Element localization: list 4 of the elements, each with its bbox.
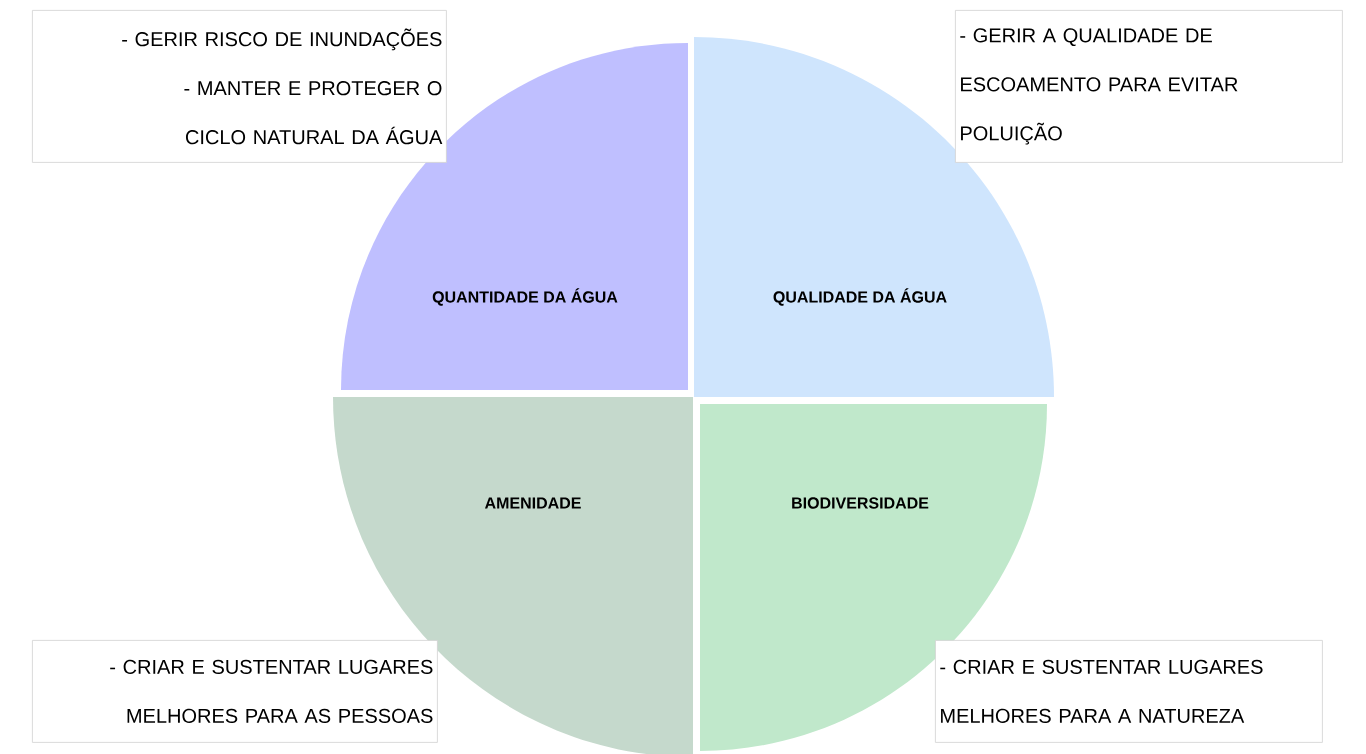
- text-box: - CRIAR E SUSTENTAR LUGARES MELHORES PARA A NATUREZA: [935, 640, 1323, 743]
- text-box: - GERIR RISCO DE INUNDAÇÕES - MANTER E PROTEGER O CICLO NATURAL DA ÁGUA: [32, 10, 447, 163]
- text-box: - CRIAR E SUSTENTAR LUGARES MELHORES PARA AS PESSOAS: [32, 640, 438, 743]
- text-box: - GERIR A QUALIDADE DE ESCOAMENTO PARA EVITAR POLUIÇÃO: [955, 10, 1343, 163]
